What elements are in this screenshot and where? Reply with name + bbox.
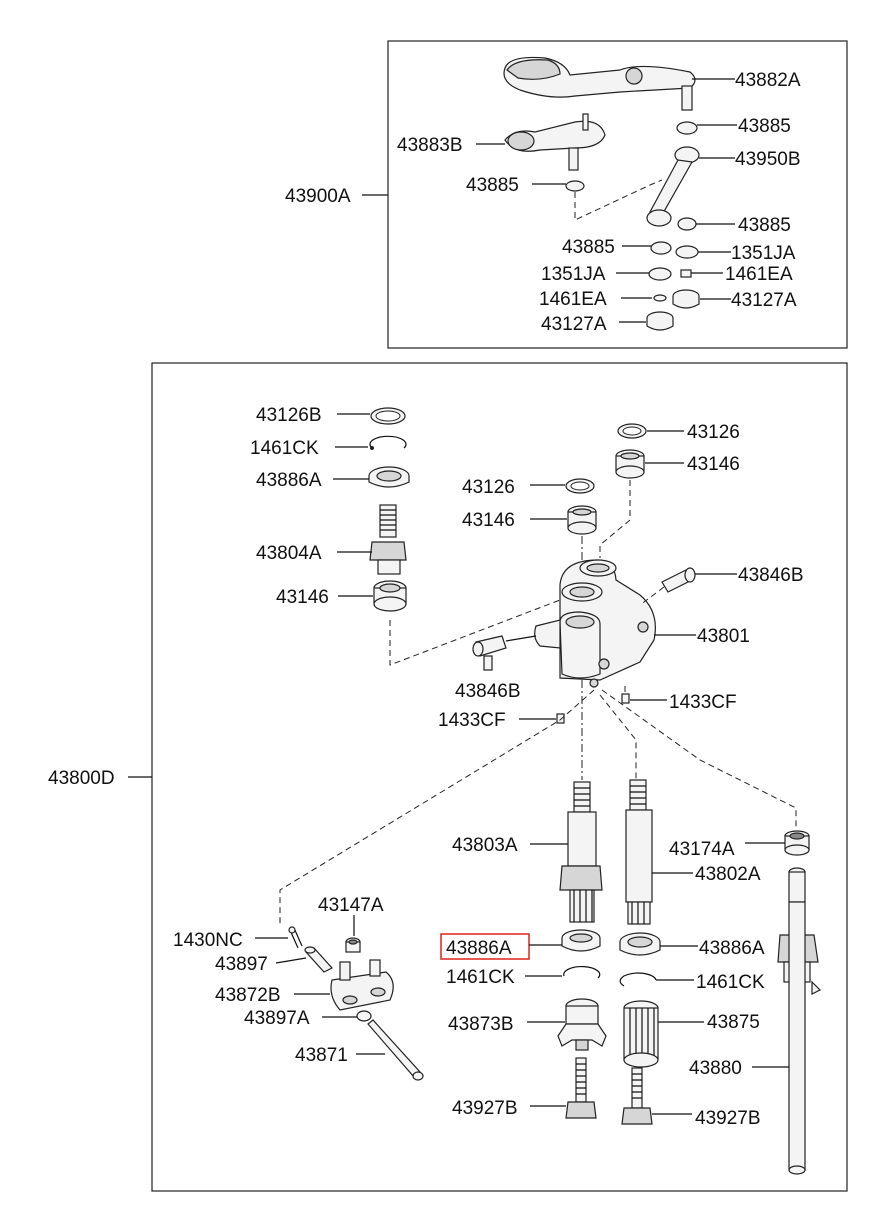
label-43126B[interactable]: 43126B (256, 405, 322, 426)
part-nut-1351JA-right (675, 245, 699, 259)
part-bearing-43146-center (567, 505, 597, 535)
label-43927B-a[interactable]: 43927B (452, 1098, 518, 1119)
part-pin-43846B-right (661, 567, 696, 593)
part-lever-arm-43882A (503, 56, 696, 111)
part-bearing-43146-right (615, 449, 645, 479)
label-43872B[interactable]: 43872B (215, 985, 281, 1006)
part-pin-43897 (304, 946, 333, 973)
part-shaft-43804A (369, 504, 407, 575)
part-coupler-43875 (623, 1000, 659, 1068)
part-seal-43886A-center (561, 929, 601, 952)
part-bushing-43127A-left (646, 311, 674, 331)
label-1351JA-a[interactable]: 1351JA (541, 264, 606, 285)
label-43127A-a[interactable]: 43127A (541, 314, 607, 335)
label-43802A[interactable]: 43802A (695, 864, 761, 885)
part-bolt-43927B-center (565, 1057, 597, 1119)
label-43174A[interactable]: 43174A (669, 839, 735, 860)
part-snap-ring-1461CK-top (369, 435, 407, 449)
label-43885-d[interactable]: 43885 (562, 237, 615, 258)
label-43886A-highlighted[interactable]: 43886A (446, 938, 512, 959)
part-bushing-43174A (784, 830, 810, 856)
label-43885-a[interactable]: 43885 (738, 116, 791, 137)
label-43875[interactable]: 43875 (707, 1012, 760, 1033)
part-snap-ring-1461CK-center (563, 966, 601, 979)
label-43950B[interactable]: 43950B (735, 149, 801, 170)
part-washer-43885-left (565, 180, 585, 192)
part-clip-1461EA-right (680, 269, 692, 278)
label-43885-c[interactable]: 43885 (738, 215, 791, 236)
label-43126-b[interactable]: 43126 (687, 422, 740, 443)
label-43146-a[interactable]: 43146 (276, 587, 329, 608)
part-pin-43871 (367, 1019, 424, 1081)
label-43873B[interactable]: 43873B (448, 1014, 514, 1035)
part-bearing-43146-left (373, 580, 407, 612)
label-43885-b[interactable]: 43885 (466, 175, 519, 196)
label-1430NC[interactable]: 1430NC (173, 930, 243, 951)
label-43886A-a[interactable]: 43886A (256, 470, 322, 491)
label-43880[interactable]: 43880 (689, 1058, 742, 1079)
part-washer-43897A (356, 1010, 372, 1022)
part-seal-43886A-right (619, 932, 661, 956)
part-nut-43147A (345, 937, 361, 953)
label-43846B-a[interactable]: 43846B (738, 565, 804, 586)
part-rod-43880 (777, 867, 822, 1175)
label-1461CK-c[interactable]: 1461CK (696, 972, 765, 993)
part-plug-1433CF-left (556, 713, 565, 724)
part-plug-1433CF-right (621, 693, 630, 704)
group-label-43900A[interactable]: 43900A (285, 186, 351, 207)
part-pin-43846B-left (472, 635, 507, 671)
label-1461EA-a[interactable]: 1461EA (539, 289, 607, 310)
part-cotter-pin-1430NC (288, 926, 303, 949)
label-43882A[interactable]: 43882A (735, 70, 801, 91)
label-43846B-b[interactable]: 43846B (455, 681, 521, 702)
part-bolt-43927B-right (621, 1067, 653, 1125)
part-yoke-43873B (557, 998, 607, 1051)
label-43147A[interactable]: 43147A (318, 895, 384, 916)
label-43803A[interactable]: 43803A (452, 835, 518, 856)
highlight-box (440, 933, 530, 960)
part-clip-1461EA-left (653, 294, 667, 302)
label-1351JA-b[interactable]: 1351JA (731, 243, 796, 264)
part-nut-1351JA-left (648, 267, 672, 281)
label-43883B[interactable]: 43883B (397, 135, 463, 156)
label-1433CF-a[interactable]: 1433CF (438, 710, 506, 731)
label-43801[interactable]: 43801 (697, 626, 750, 647)
part-lever-43883B (504, 113, 606, 171)
part-snap-ring-1461CK-right (619, 972, 657, 987)
label-43146-b[interactable]: 43146 (462, 510, 515, 531)
label-1461CK-b[interactable]: 1461CK (446, 967, 515, 988)
label-43886A-b[interactable]: 43886A (699, 938, 765, 959)
part-shaft-43802A (625, 779, 653, 925)
label-43897[interactable]: 43897 (215, 954, 268, 975)
label-43804A[interactable]: 43804A (256, 543, 322, 564)
label-43927B-b[interactable]: 43927B (695, 1108, 761, 1129)
part-bushing-43127A-right (672, 289, 700, 309)
part-link-plate-43872B (330, 959, 394, 1011)
part-washer-43885 (676, 121, 698, 135)
part-housing-43801 (534, 559, 656, 688)
label-1461EA-b[interactable]: 1461EA (725, 264, 793, 285)
label-43146-c[interactable]: 43146 (687, 454, 740, 475)
label-43126-a[interactable]: 43126 (462, 477, 515, 498)
part-shaft-43803A (559, 781, 603, 923)
label-43127A-b[interactable]: 43127A (731, 290, 797, 311)
label-43897A[interactable]: 43897A (244, 1008, 310, 1029)
part-seal-43886A-top (368, 466, 410, 488)
part-washer-43885-mid (650, 241, 672, 255)
label-1433CF-b[interactable]: 1433CF (669, 692, 737, 713)
group-label-43800D[interactable]: 43800D (48, 768, 115, 789)
label-1461CK-a[interactable]: 1461CK (250, 438, 319, 459)
part-link-43950B (646, 146, 700, 227)
part-washer-43885-right (677, 217, 697, 231)
label-43871[interactable]: 43871 (295, 1045, 348, 1066)
